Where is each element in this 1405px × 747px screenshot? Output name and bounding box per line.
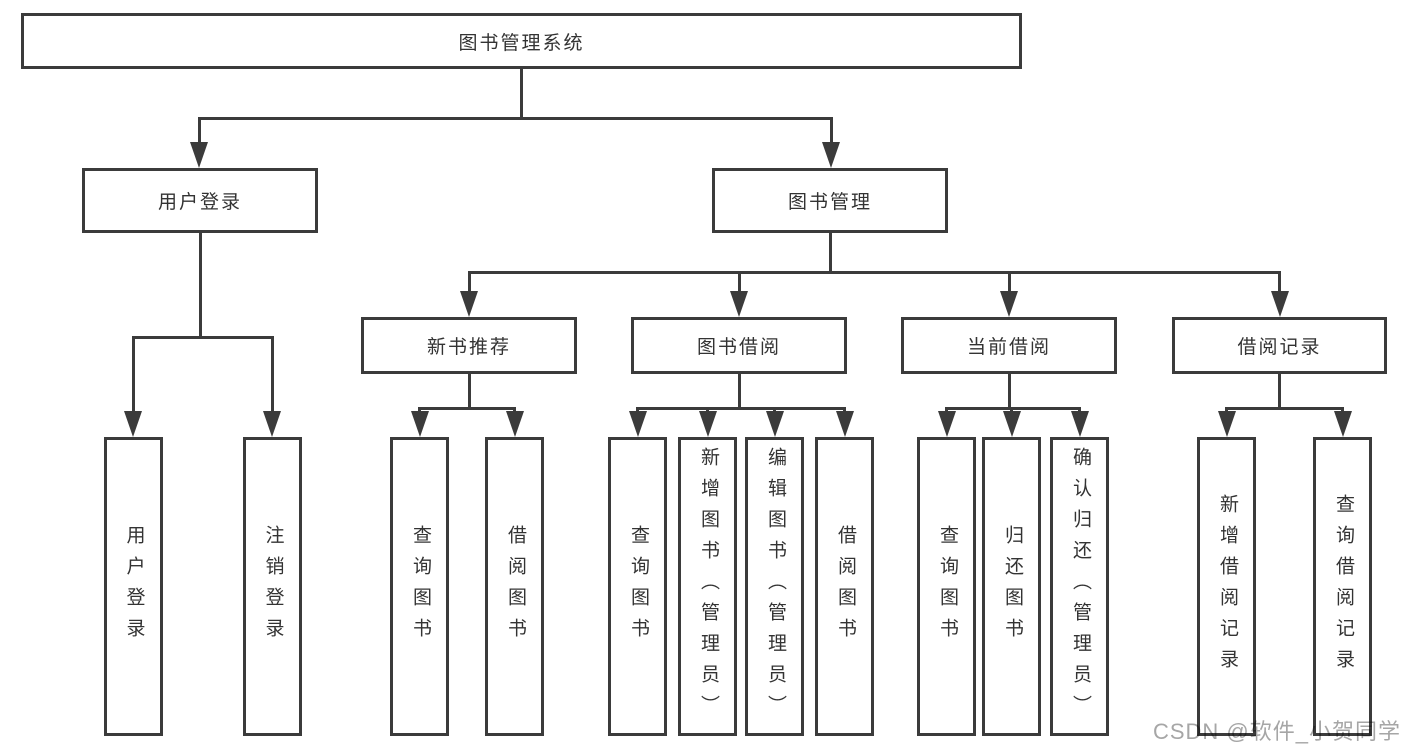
node-new-book-recommend: 新书推荐 (361, 317, 577, 374)
arrow-down-icon (1070, 411, 1089, 437)
leaf-borrow-books-recommend: 借阅图书 (485, 437, 544, 736)
node-book-borrow-label: 图书借阅 (696, 337, 781, 358)
arrow-down-icon (1271, 291, 1289, 317)
connector-line (773, 407, 776, 414)
connector-line (467, 271, 1281, 274)
connector-line (1341, 407, 1344, 414)
connector-line (197, 117, 201, 145)
connector-line (1225, 407, 1344, 410)
connector-line (636, 407, 846, 410)
arrow-down-icon (1000, 291, 1018, 317)
arrow-down-icon (937, 411, 956, 437)
arrow-down-icon (1333, 411, 1352, 437)
leaf-query-books-current: 查询图书 (917, 437, 976, 736)
connector-line (131, 336, 274, 339)
watermark: CSDN @软件_小贺同学 (1152, 719, 1401, 744)
arrow-down-icon (765, 411, 784, 437)
arrow-down-icon (730, 291, 748, 317)
connector-line (636, 407, 639, 414)
connector-line (520, 69, 523, 120)
node-root: 图书管理系统 (21, 13, 1022, 69)
leaf-add-borrow-record-label: 新增借阅记录 (1216, 493, 1238, 680)
connector-line (737, 271, 741, 294)
connector-line (513, 407, 516, 414)
leaf-confirm-return-admin: 确认归还（管理员） (1050, 437, 1109, 736)
leaf-query-books-current-label: 查询图书 (936, 524, 958, 649)
connector-line (418, 407, 421, 414)
connector-line (418, 407, 516, 410)
node-book-management: 图书管理 (712, 168, 948, 233)
leaf-add-borrow-record: 新增借阅记录 (1197, 437, 1256, 736)
leaf-borrow-books-borrow: 借阅图书 (815, 437, 874, 736)
leaf-query-books-recommend: 查询图书 (390, 437, 449, 736)
leaf-query-borrow-record: 查询借阅记录 (1313, 437, 1372, 736)
connector-line (829, 117, 833, 145)
node-user-login: 用户登录 (82, 168, 318, 233)
node-book-borrow: 图书借阅 (631, 317, 847, 374)
leaf-borrow-books-recommend-label: 借阅图书 (504, 524, 526, 649)
leaf-return-books-label: 归还图书 (1001, 524, 1023, 649)
leaf-user-login: 用户登录 (103, 437, 163, 736)
arrow-down-icon (190, 142, 208, 168)
arrow-down-icon (263, 411, 281, 437)
leaf-return-books: 归还图书 (982, 437, 1041, 736)
connector-line (1225, 407, 1228, 414)
leaf-edit-books-admin-label: 编辑图书（管理员） (764, 447, 786, 726)
connector-line (945, 407, 1081, 410)
leaf-query-borrow-record-label: 查询借阅记录 (1332, 493, 1354, 680)
leaf-borrow-books-borrow-label: 借阅图书 (834, 524, 856, 649)
connector-line (1078, 407, 1081, 414)
leaf-add-books-admin: 新增图书（管理员） (678, 437, 737, 736)
leaf-query-books-borrow-label: 查询图书 (627, 524, 649, 649)
node-book-management-label: 图书管理 (787, 192, 872, 213)
arrow-down-icon (835, 411, 854, 437)
arrow-down-icon (698, 411, 717, 437)
connector-line (131, 336, 135, 414)
node-root-label: 图书管理系统 (458, 32, 585, 54)
connector-line (467, 374, 471, 410)
arrow-down-icon (124, 411, 142, 437)
connector-line (1278, 374, 1281, 410)
node-borrow-records: 借阅记录 (1172, 317, 1387, 374)
node-current-borrow: 当前借阅 (901, 317, 1117, 374)
leaf-query-books-recommend-label: 查询图书 (409, 524, 431, 649)
connector-line (1278, 271, 1281, 294)
arrow-down-icon (410, 411, 429, 437)
arrow-down-icon (1217, 411, 1236, 437)
connector-line (197, 117, 833, 120)
connector-line (467, 271, 471, 294)
leaf-add-books-admin-label: 新增图书（管理员） (697, 447, 719, 726)
node-new-book-recommend-label: 新书推荐 (426, 337, 511, 358)
leaf-logout: 注销登录 (242, 437, 302, 736)
leaf-confirm-return-admin-label: 确认归还（管理员） (1069, 447, 1091, 726)
leaf-user-login-label: 用户登录 (123, 524, 145, 649)
connector-line (706, 407, 709, 414)
connector-line (737, 374, 741, 410)
arrow-down-icon (505, 411, 524, 437)
connector-line (945, 407, 948, 414)
arrow-down-icon (628, 411, 647, 437)
leaf-edit-books-admin: 编辑图书（管理员） (745, 437, 804, 736)
node-current-borrow-label: 当前借阅 (966, 337, 1051, 358)
connector-line (843, 407, 846, 414)
connector-line (1007, 374, 1011, 410)
node-borrow-records-label: 借阅记录 (1237, 337, 1322, 358)
node-user-login-label: 用户登录 (157, 192, 242, 213)
connector-line (1010, 407, 1013, 414)
arrow-down-icon (822, 142, 840, 168)
arrow-down-icon (460, 291, 478, 317)
connector-line (198, 233, 202, 339)
connector-line (270, 336, 274, 414)
connector-line (1007, 271, 1011, 294)
leaf-logout-label: 注销登录 (262, 524, 284, 649)
arrow-down-icon (1002, 411, 1021, 437)
connector-line (828, 233, 832, 274)
leaf-query-books-borrow: 查询图书 (608, 437, 667, 736)
